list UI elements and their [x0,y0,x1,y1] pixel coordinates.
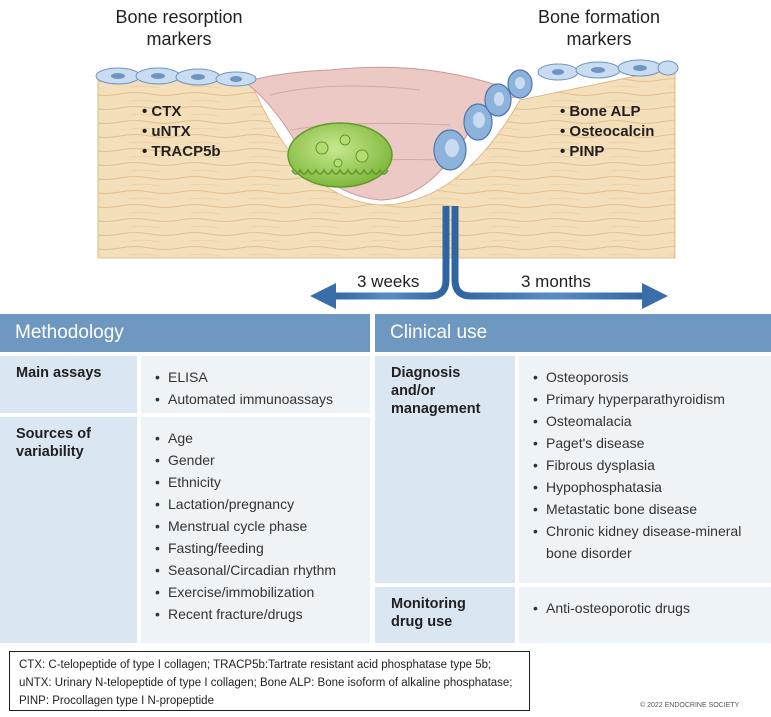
list-item: Anti-osteoporotic drugs [533,597,757,619]
list-item: Gender [155,449,356,471]
formation-title-line1: Bone formation [537,7,661,27]
list-item: Ethnicity [155,471,356,493]
formation-marker: PINP [560,142,654,162]
formation-markers-list: Bone ALP Osteocalcin PINP [560,102,654,162]
variability-list: Age Gender Ethnicity Lactation/pregnancy… [141,417,370,643]
bone-remodeling-illustration [95,59,679,309]
methodology-header: Methodology [0,314,370,352]
list-item: Automated immunoassays [155,388,356,410]
resorption-marker: TRACP5b [142,142,220,162]
list-item: Hypophosphatasia [533,476,757,498]
footnote-line: PINP: Procollagen type I N-propeptide [19,695,214,707]
list-item: Exercise/immobilization [155,581,356,603]
resorption-title-line1: Bone resorption [115,7,243,27]
abbreviations-footnote: CTX: C-telopeptide of type I collagen; T… [9,651,530,711]
clinical-use-header: Clinical use [375,314,771,352]
list-item: Chronic kidney disease-mineral bone diso… [533,520,757,564]
resorption-title-line2: markers [146,29,212,49]
list-item: Seasonal/Circadian rhythm [155,559,356,581]
diagnosis-label: Diagnosis and/or management [375,356,515,583]
footnote-line: uNTX: Urinary N-telopeptide of type I co… [19,677,513,689]
list-item: ELISA [155,366,356,388]
resorption-markers-title: Bone resorption markers [104,6,254,50]
formation-markers-title: Bone formation markers [524,6,674,50]
list-item: Fasting/feeding [155,537,356,559]
resorption-marker: CTX [142,102,221,122]
copyright-notice: © 2022 ENDOCRINE SOCIETY [640,702,740,709]
list-item: Primary hyperparathyroidism [533,388,757,410]
resorption-marker: uNTX [142,122,221,142]
list-item: Menstrual cycle phase [155,515,356,537]
list-item: Metastatic bone disease [533,498,757,520]
list-item: Osteoporosis [533,366,757,388]
list-item: Osteomalacia [533,410,757,432]
list-item: Paget's disease [533,432,757,454]
timeline-left-label: 3 weeks [357,272,420,291]
main-assays-label: Main assays [0,356,137,413]
list-item: Fibrous dysplasia [533,454,757,476]
main-assays-list: ELISA Automated immunoassays [141,356,370,413]
formation-marker: Bone ALP [560,102,654,122]
list-item: Age [155,427,356,449]
footnote-line: CTX: C-telopeptide of type I collagen; T… [19,659,492,671]
list-item: Recent fracture/drugs [155,603,356,625]
formation-title-line2: markers [566,29,632,49]
diagnosis-list: Osteoporosis Primary hyperparathyroidism… [519,356,771,583]
timeline-arrows [310,206,668,309]
resorption-markers-list: CTX uNTX TRACP5b [142,102,221,162]
monitoring-label: Monitoring drug use [375,587,515,643]
variability-label: Sources of variability [0,417,137,643]
monitoring-list: Anti-osteoporotic drugs [519,587,771,643]
formation-marker: Osteocalcin [560,122,654,142]
bone-tissue [97,67,676,259]
list-item: Lactation/pregnancy [155,493,356,515]
timeline-right-label: 3 months [521,272,591,291]
osteoclast [287,122,393,188]
